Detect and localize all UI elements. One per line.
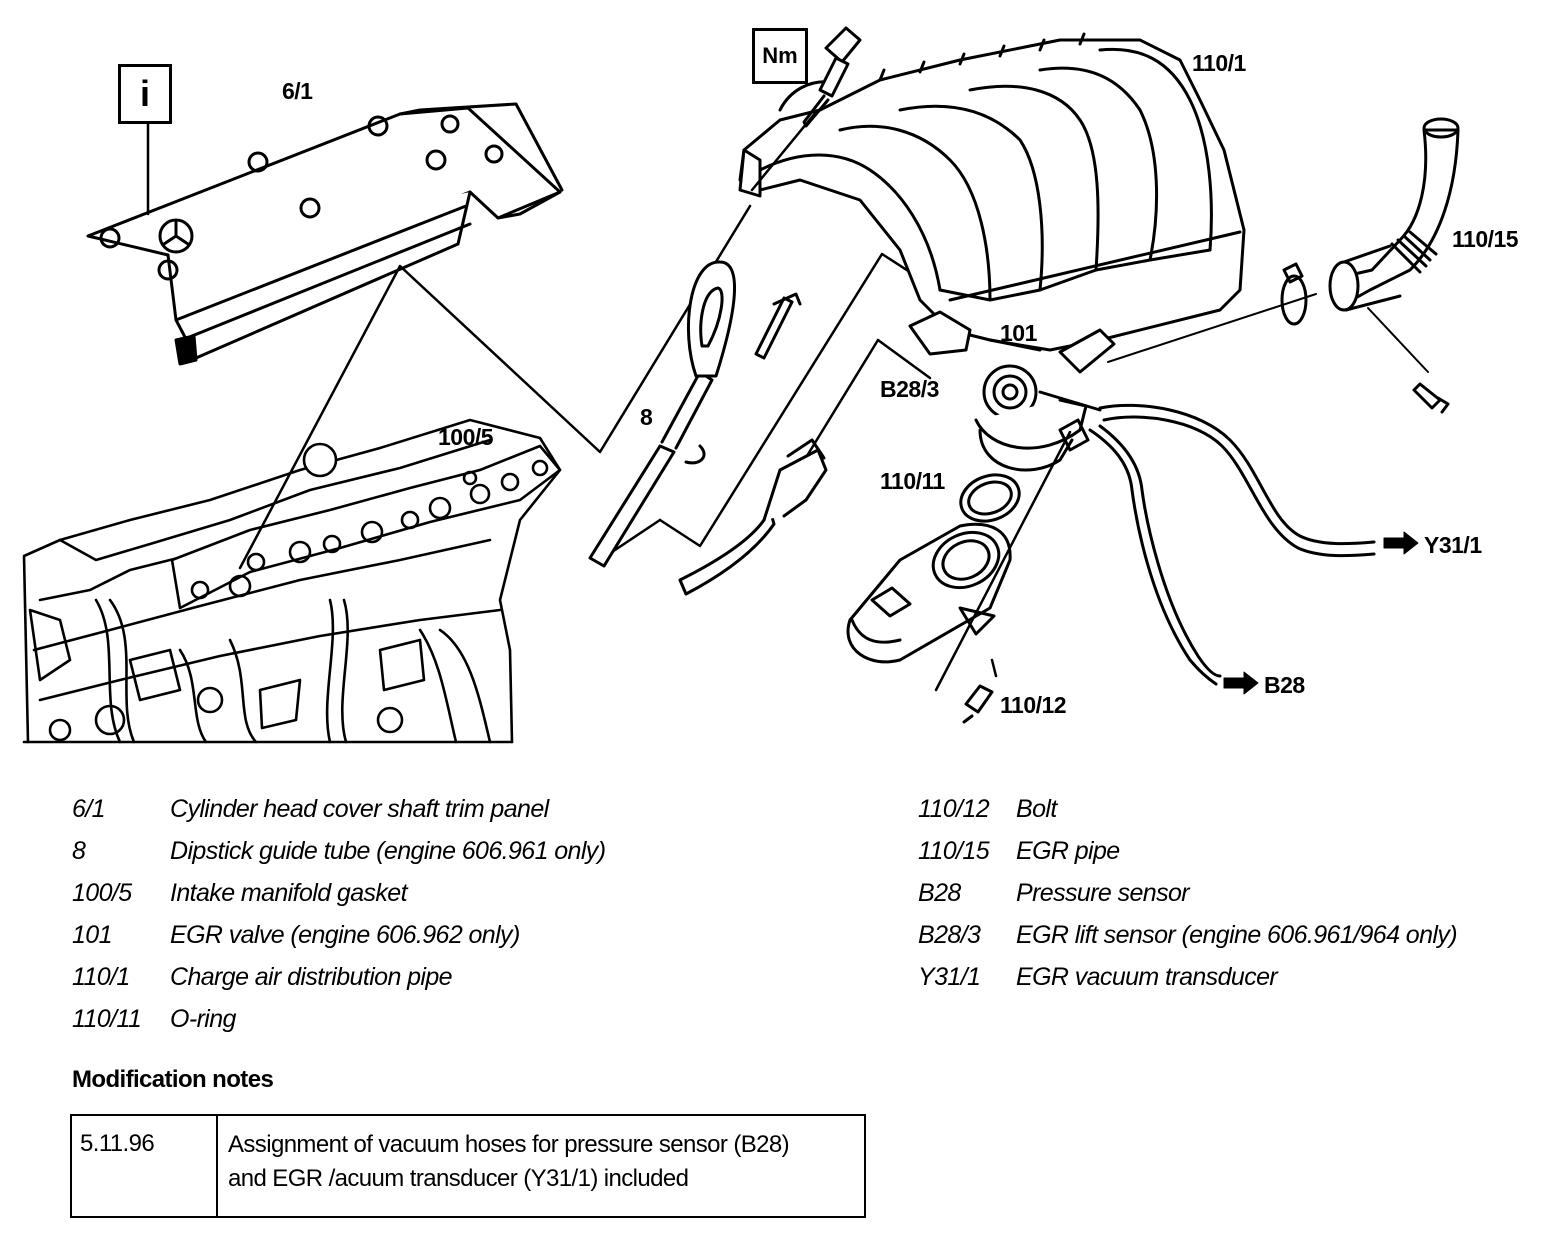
legend-right-column: 110/12 Bolt 110/15 EGR pipe B28 Pressure se… — [918, 788, 1458, 998]
trim-panel-drawing — [86, 102, 564, 366]
callout-8: 8 — [640, 404, 653, 430]
legend-row: 100/5 Intake manifold gasket — [72, 872, 605, 914]
egr-valve-drawing — [974, 364, 1102, 472]
legend-row: Y31/1 EGR vacuum transducer — [918, 956, 1457, 998]
legend-row: 110/12 Bolt — [918, 788, 1457, 830]
torque-symbol: Nm — [752, 28, 808, 84]
legend-code: B28 — [918, 878, 961, 907]
legend-code: 110/15 — [918, 836, 990, 865]
legend-description: EGR vacuum transducer — [1016, 962, 1278, 991]
legend-code: 110/11 — [72, 1004, 142, 1033]
torque-bolt-drawing — [802, 26, 862, 128]
callout-100-5: 100/5 — [438, 424, 494, 450]
legend-row: 110/15 EGR pipe — [918, 830, 1457, 872]
callout-110-1: 110/1 — [1192, 50, 1246, 76]
callout-b28-3: B28/3 — [880, 376, 939, 402]
legend-row: B28 Pressure sensor — [918, 872, 1457, 914]
callout-b28: B28 — [1264, 672, 1305, 698]
bolt-110-12-drawing — [962, 684, 994, 724]
legend-code: 110/1 — [72, 962, 130, 991]
legend-code: 101 — [72, 920, 113, 949]
hose-clamp-drawing — [1280, 262, 1308, 326]
legend-description: EGR pipe — [1016, 836, 1120, 865]
callout-110-15: 110/15 — [1452, 226, 1519, 252]
legend-description: EGR lift sensor (engine 606.961/964 only… — [1016, 920, 1458, 949]
legend-row: 110/1 Charge air distribution pipe — [72, 956, 605, 998]
legend-code: B28/3 — [918, 920, 981, 949]
legend-description: Charge air distribution pipe — [170, 962, 453, 991]
legend-code: 100/5 — [72, 878, 132, 907]
legend-row: 6/1 Cylinder head cover shaft trim panel — [72, 788, 605, 830]
modification-date: 5.11.96 — [72, 1116, 218, 1216]
modification-line-2: and EGR /acuum transducer (Y31/1) includ… — [228, 1165, 689, 1192]
bolt-small-drawing — [1412, 382, 1450, 414]
legend-code: 8 — [72, 836, 86, 865]
legend-description: Bolt — [1016, 794, 1057, 823]
info-symbol: i — [118, 64, 172, 124]
legend-description: Intake manifold gasket — [170, 878, 408, 907]
legend-row: 110/11 O-ring — [72, 998, 605, 1040]
legend-code: 6/1 — [72, 794, 106, 823]
callout-6-1: 6/1 — [282, 78, 313, 104]
engine-block-drawing — [22, 418, 562, 744]
legend-description: Pressure sensor — [1016, 878, 1190, 907]
callout-y31-1: Y31/1 — [1424, 532, 1482, 558]
legend-description: Dipstick guide tube (engine 606.961 only… — [170, 836, 606, 865]
legend-description: EGR valve (engine 606.962 only) — [170, 920, 520, 949]
egr-pipe-drawing — [1328, 117, 1460, 312]
legend-row: 101 EGR valve (engine 606.962 only) — [72, 914, 605, 956]
modification-text: Assignment of vacuum hoses for pressure … — [218, 1116, 864, 1216]
arrow-to-b28 — [1223, 671, 1259, 695]
vacuum-hose-b28 — [1088, 428, 1218, 686]
modification-notes-table: 5.11.96 Assignment of vacuum hoses for p… — [70, 1114, 866, 1218]
vacuum-hose-y31 — [1098, 403, 1376, 546]
legend-code: Y31/1 — [918, 962, 981, 991]
legend-description: Cylinder head cover shaft trim panel — [170, 794, 549, 823]
legend-row: 8 Dipstick guide tube (engine 606.961 onl… — [72, 830, 606, 872]
callout-110-11: 110/11 — [880, 468, 945, 494]
callout-101: 101 — [1000, 320, 1037, 346]
modification-line-1: Assignment of vacuum hoses for pressure … — [228, 1131, 790, 1158]
legend-row: B28/3 EGR lift sensor (engine 606.961/964… — [918, 914, 1458, 956]
sensor-connector-drawing — [678, 438, 828, 596]
intake-manifold-drawing — [738, 32, 1246, 374]
legend-description: O-ring — [170, 1004, 236, 1033]
arrow-to-y31 — [1383, 531, 1419, 555]
legend-code: 110/12 — [918, 794, 990, 823]
connecting-pipe-drawing — [846, 522, 1012, 664]
dipstick-tube-drawing — [588, 260, 802, 568]
callout-110-12: 110/12 — [1000, 692, 1067, 718]
o-ring-drawing — [959, 473, 1021, 523]
modification-notes-heading: Modification notes — [72, 1066, 274, 1093]
exploded-view-drawing — [22, 26, 1460, 744]
